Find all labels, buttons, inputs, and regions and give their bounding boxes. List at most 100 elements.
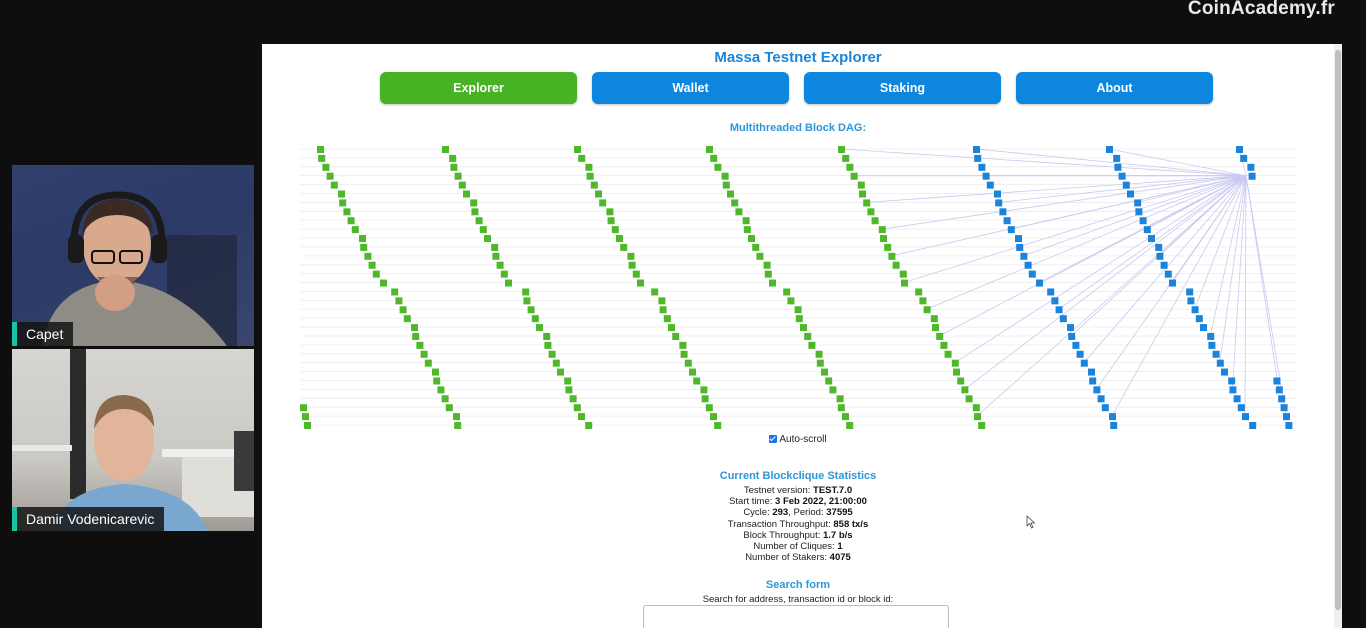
dag-block[interactable] bbox=[1076, 350, 1084, 358]
dag-block[interactable] bbox=[1003, 217, 1011, 225]
dag-block[interactable] bbox=[531, 315, 539, 323]
dag-block[interactable] bbox=[679, 341, 687, 349]
dag-block[interactable] bbox=[627, 252, 635, 260]
dag-block[interactable] bbox=[994, 190, 1001, 198]
dag-block[interactable] bbox=[1208, 341, 1216, 349]
dag-block[interactable] bbox=[794, 306, 802, 314]
dag-block[interactable] bbox=[437, 386, 445, 394]
dag-block[interactable] bbox=[978, 422, 986, 429]
dag-block[interactable] bbox=[1237, 404, 1245, 412]
dag-block[interactable] bbox=[1280, 404, 1288, 412]
dag-block[interactable] bbox=[1160, 261, 1168, 269]
dag-block[interactable] bbox=[899, 270, 907, 278]
dag-block[interactable] bbox=[1067, 324, 1074, 332]
dag-block[interactable] bbox=[343, 208, 351, 216]
dag-block[interactable] bbox=[783, 288, 791, 296]
dag-block[interactable] bbox=[471, 208, 479, 216]
dag-block[interactable] bbox=[403, 315, 411, 323]
dag-block[interactable] bbox=[684, 359, 692, 367]
dag-block[interactable] bbox=[399, 306, 407, 314]
dag-block[interactable] bbox=[871, 217, 879, 225]
dag-block[interactable] bbox=[1216, 359, 1224, 367]
dag-block[interactable] bbox=[1169, 279, 1176, 287]
dag-block[interactable] bbox=[1212, 350, 1220, 358]
dag-block[interactable] bbox=[888, 252, 896, 260]
dag-block[interactable] bbox=[892, 261, 900, 269]
dag-block[interactable] bbox=[1080, 359, 1088, 367]
dag-block[interactable] bbox=[731, 199, 739, 207]
dag-block[interactable] bbox=[339, 199, 347, 207]
dag-block[interactable] bbox=[395, 297, 403, 305]
dag-block[interactable] bbox=[368, 261, 376, 269]
dag-block[interactable] bbox=[590, 181, 598, 189]
dag-block[interactable] bbox=[458, 181, 466, 189]
dag-block[interactable] bbox=[1207, 332, 1215, 340]
dag-block[interactable] bbox=[1024, 261, 1032, 269]
dag-block[interactable] bbox=[1020, 252, 1028, 260]
dag-block[interactable] bbox=[484, 235, 491, 243]
dag-block[interactable] bbox=[450, 163, 458, 171]
dag-block[interactable] bbox=[974, 413, 981, 421]
dag-block[interactable] bbox=[1072, 341, 1080, 349]
dag-block[interactable] bbox=[433, 377, 441, 385]
dag-block[interactable] bbox=[1122, 181, 1130, 189]
dag-block[interactable] bbox=[1059, 315, 1067, 323]
dag-block[interactable] bbox=[338, 190, 345, 198]
dag-block[interactable] bbox=[326, 172, 334, 180]
dag-block[interactable] bbox=[923, 306, 931, 314]
nav-staking-button[interactable]: Staking bbox=[804, 72, 1001, 104]
dag-block[interactable] bbox=[972, 404, 980, 412]
dag-block[interactable] bbox=[1135, 208, 1143, 216]
dag-block[interactable] bbox=[1191, 306, 1199, 314]
dag-block[interactable] bbox=[752, 243, 760, 251]
dag-block[interactable] bbox=[878, 226, 886, 234]
dag-block[interactable] bbox=[1186, 288, 1194, 296]
dag-block[interactable] bbox=[689, 368, 696, 376]
dag-block[interactable] bbox=[454, 172, 462, 180]
dag-block[interactable] bbox=[957, 377, 965, 385]
dag-block[interactable] bbox=[1093, 386, 1101, 394]
dag-block[interactable] bbox=[1155, 243, 1163, 251]
dag-block[interactable] bbox=[714, 163, 722, 171]
dag-block[interactable] bbox=[496, 261, 504, 269]
page-scrollbar[interactable] bbox=[1334, 44, 1342, 628]
dag-block[interactable] bbox=[607, 217, 615, 225]
dag-block[interactable] bbox=[978, 163, 986, 171]
dag-block[interactable] bbox=[380, 279, 387, 287]
dag-block[interactable] bbox=[411, 324, 418, 332]
dag-block[interactable] bbox=[880, 235, 887, 243]
dag-block[interactable] bbox=[1113, 154, 1121, 162]
dag-block[interactable] bbox=[1088, 368, 1095, 376]
dag-block[interactable] bbox=[706, 146, 713, 153]
dag-block[interactable] bbox=[940, 341, 948, 349]
dag-block[interactable] bbox=[500, 270, 508, 278]
dag-block[interactable] bbox=[1285, 422, 1293, 429]
nav-explorer-button[interactable]: Explorer bbox=[380, 72, 577, 104]
dag-block[interactable] bbox=[578, 154, 586, 162]
dag-block[interactable] bbox=[620, 243, 628, 251]
dag-block[interactable] bbox=[1134, 199, 1142, 207]
dag-block[interactable] bbox=[846, 163, 854, 171]
dag-block[interactable] bbox=[1101, 404, 1109, 412]
dag-block[interactable] bbox=[763, 261, 771, 269]
dag-block[interactable] bbox=[743, 226, 751, 234]
dag-block[interactable] bbox=[930, 315, 938, 323]
dag-block[interactable] bbox=[1139, 217, 1147, 225]
dag-block[interactable] bbox=[632, 270, 640, 278]
dag-block[interactable] bbox=[595, 190, 602, 198]
dag-block[interactable] bbox=[1148, 235, 1155, 243]
dag-block[interactable] bbox=[1247, 163, 1255, 171]
dag-block[interactable] bbox=[800, 324, 807, 332]
dag-block[interactable] bbox=[680, 350, 688, 358]
dag-block[interactable] bbox=[804, 332, 812, 340]
dag-block[interactable] bbox=[454, 422, 462, 429]
dag-block[interactable] bbox=[961, 386, 969, 394]
dag-block[interactable] bbox=[637, 279, 644, 287]
dag-block[interactable] bbox=[544, 341, 552, 349]
dag-block[interactable] bbox=[1200, 324, 1207, 332]
dag-block[interactable] bbox=[470, 199, 478, 207]
dag-block[interactable] bbox=[859, 190, 866, 198]
dag-block[interactable] bbox=[842, 413, 849, 421]
dag-block[interactable] bbox=[1228, 377, 1236, 385]
scrollbar-thumb[interactable] bbox=[1335, 50, 1341, 610]
